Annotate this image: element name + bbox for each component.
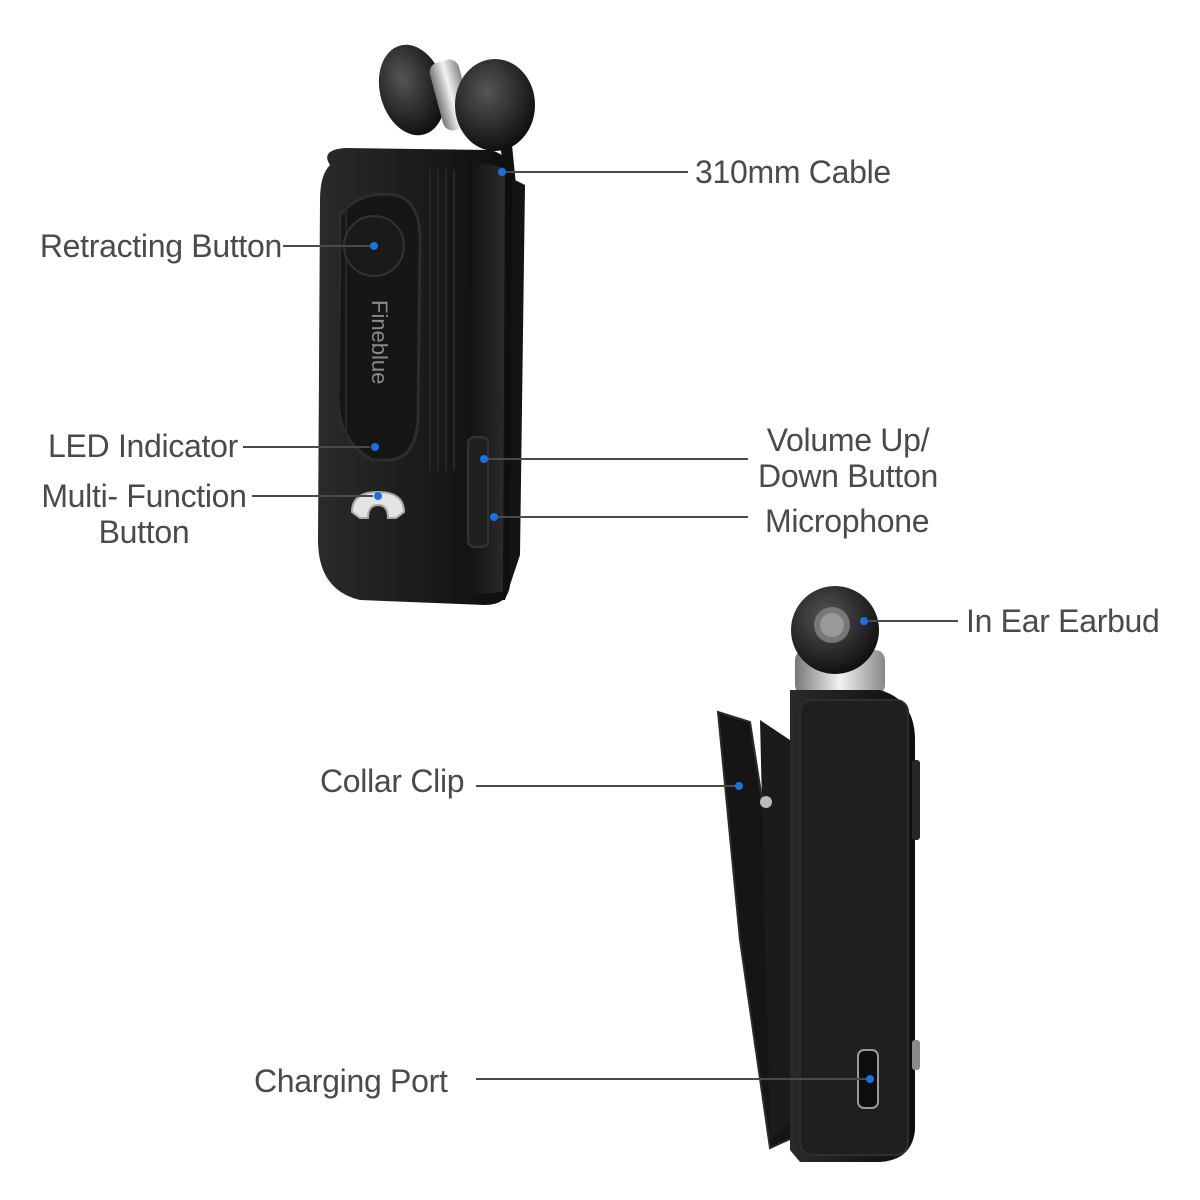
label-multi-function-line2: Button (98, 514, 190, 550)
leader-lines (243, 171, 958, 1080)
label-retracting-button: Retracting Button (39, 228, 282, 264)
label-volume-line2: Down Button (758, 458, 938, 494)
label-multi-function-button: Multi- Function Button (28, 478, 260, 550)
multi-function-button-shape (350, 490, 406, 519)
label-collar-clip: Collar Clip (320, 763, 465, 799)
label-volume-line1: Volume Up/ (766, 422, 930, 458)
label-in-ear-earbud: In Ear Earbud (966, 603, 1160, 639)
label-charging-port: Charging Port (254, 1063, 448, 1099)
side-view-device (716, 586, 920, 1162)
label-led-indicator: LED Indicator (48, 428, 238, 464)
label-volume-button: Volume Up/ Down Button (748, 422, 948, 494)
brand-logo: Fineblue (367, 300, 392, 384)
side-earbud (791, 586, 885, 695)
label-multi-function-line1: Multi- Function (41, 478, 247, 514)
front-view-device: Fineblue (318, 44, 535, 605)
label-microphone: Microphone (765, 503, 930, 539)
label-310mm-cable: 310mm Cable (695, 154, 891, 190)
